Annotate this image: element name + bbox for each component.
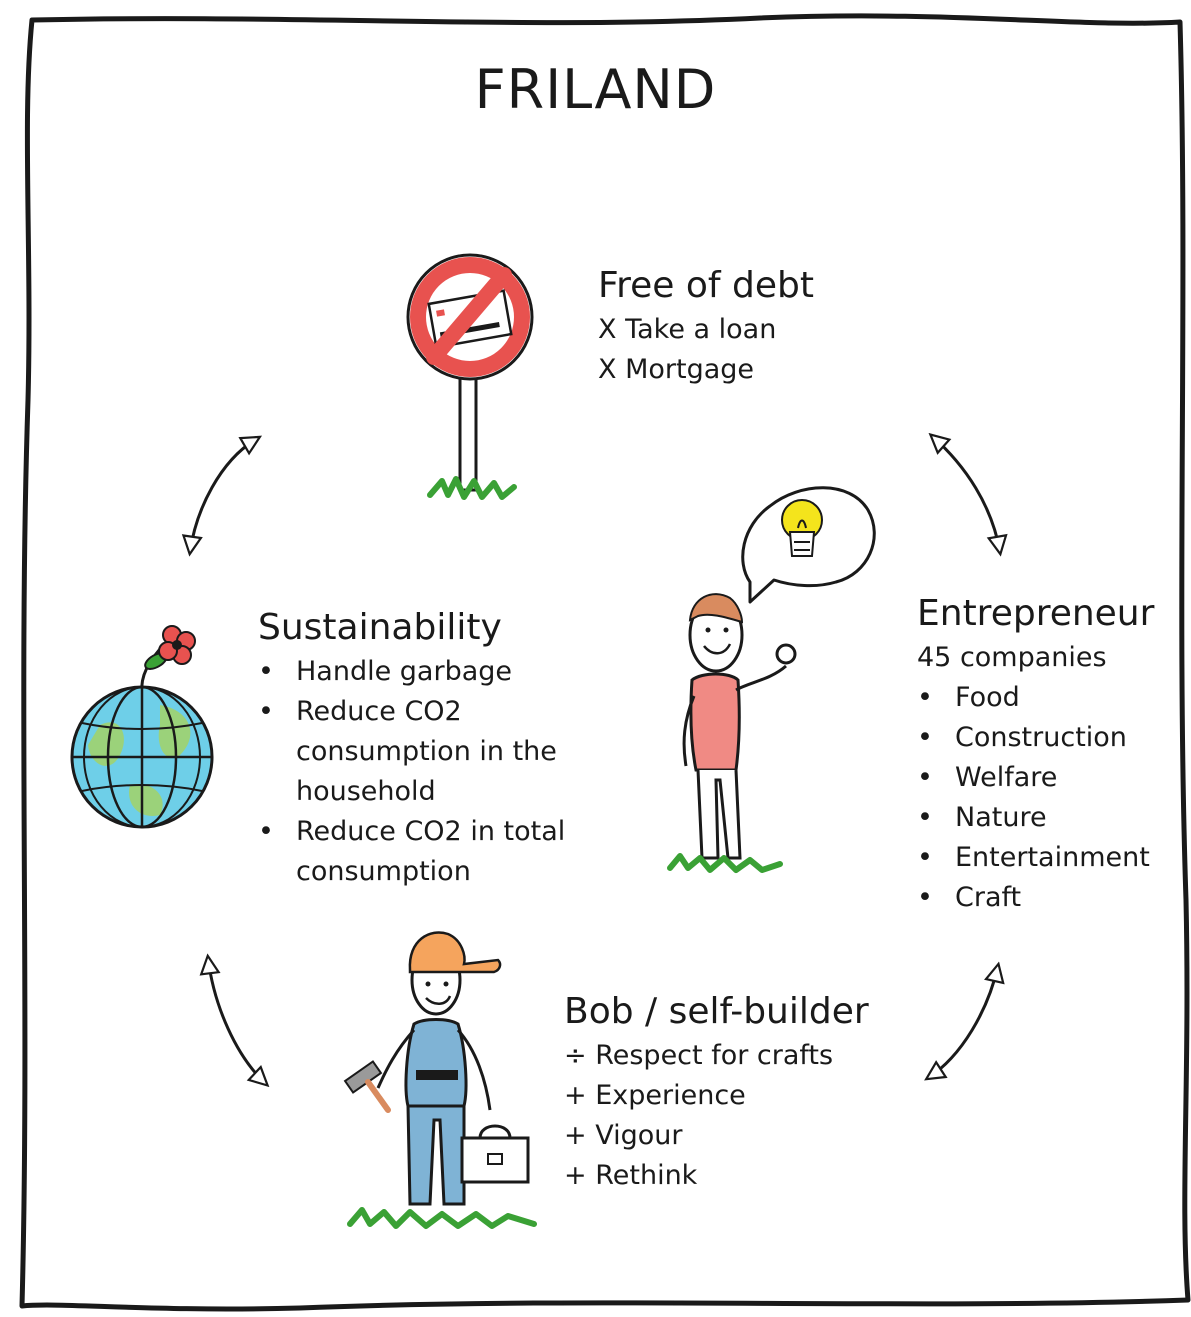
sustainability-text: Sustainability Handle garbage Reduce CO2… <box>258 606 598 892</box>
list-item: Construction <box>917 718 1187 758</box>
builder-line: + Rethink <box>564 1160 698 1191</box>
entrepreneur-subheading: 45 companies <box>917 642 1107 673</box>
double-headed-arrow-icon <box>928 966 998 1078</box>
list-item: Welfare <box>917 758 1187 798</box>
list-item: Entertainment <box>917 838 1187 878</box>
list-item: Reduce CO2 consumption in the household <box>258 692 598 812</box>
entrepreneur-list: Food Construction Welfare Nature Enterta… <box>917 678 1187 918</box>
builder-line: + Vigour <box>564 1120 683 1151</box>
entrepreneur-text: Entrepreneur 45 companies Food Construct… <box>917 592 1187 918</box>
debt-text: Free of debt X Take a loan X Mortgage <box>598 264 998 390</box>
double-headed-arrow-icon <box>190 438 258 552</box>
list-item: Handle garbage <box>258 652 598 692</box>
debt-line: X Take a loan <box>598 314 777 345</box>
builder-heading: Bob / self-builder <box>564 991 869 1032</box>
page-title: FRILAND <box>474 58 717 121</box>
entrepreneur-heading: Entrepreneur <box>917 593 1155 634</box>
no-credit-card-sign-icon <box>406 253 534 500</box>
double-headed-arrow-icon <box>932 436 1000 552</box>
debt-line: X Mortgage <box>598 354 755 385</box>
builder-line: ÷ Respect for crafts <box>564 1040 834 1071</box>
list-item: Nature <box>917 798 1187 838</box>
sustainability-list: Handle garbage Reduce CO2 consumption in… <box>258 652 598 892</box>
double-headed-arrow-icon <box>208 958 266 1084</box>
debt-heading: Free of debt <box>598 265 814 306</box>
builder-line: + Experience <box>564 1080 746 1111</box>
builder-text: Bob / self-builder ÷ Respect for crafts … <box>564 990 944 1196</box>
sustainability-heading: Sustainability <box>258 607 502 648</box>
globe-with-flower-icon <box>70 625 214 829</box>
person-with-idea-bulb-icon <box>667 486 876 873</box>
list-item: Reduce CO2 in total consumption <box>258 812 598 892</box>
builder-with-hammer-and-toolbox-icon <box>343 931 537 1229</box>
list-item: Food <box>917 678 1187 718</box>
list-item: Craft <box>917 878 1187 918</box>
